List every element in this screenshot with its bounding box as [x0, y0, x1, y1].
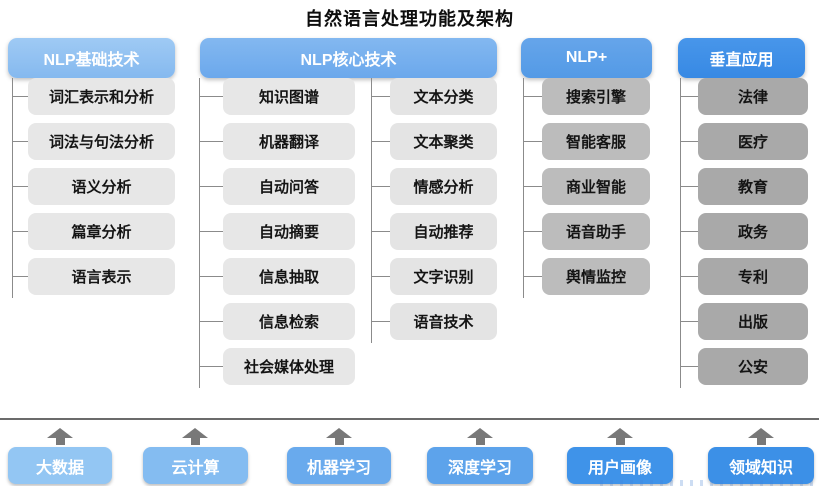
tree-node: 语音助手	[523, 213, 650, 250]
tree-node: 信息抽取	[199, 258, 355, 295]
foundation-box: 云计算	[143, 447, 248, 484]
tree-node: 文本分类	[371, 78, 497, 115]
tree-node: 社会媒体处理	[199, 348, 355, 385]
tree-node: 词汇表示和分析	[12, 78, 175, 115]
tree-node: 词法与句法分析	[12, 123, 175, 160]
tree-node: 文字识别	[371, 258, 497, 295]
foundation-box: 用户画像	[567, 447, 673, 484]
connector-vline	[199, 78, 200, 388]
connector-vline	[12, 78, 13, 298]
up-arrow-icon	[607, 428, 633, 445]
connector-vline	[523, 78, 524, 298]
tree-node: 搜索引擎	[523, 78, 650, 115]
watermark	[600, 480, 813, 486]
foundation-box: 领域知识	[708, 447, 814, 484]
tree-node: 智能客服	[523, 123, 650, 160]
separator-line	[0, 418, 819, 420]
tree-node: 出版	[680, 303, 808, 340]
connector-vline	[371, 78, 372, 343]
header-vertical-apps: 垂直应用	[678, 38, 805, 78]
tree-nlp-basic: 词汇表示和分析 词法与句法分析 语义分析 篇章分析 语言表示	[12, 78, 175, 303]
tree-nlp-core-left: 知识图谱 机器翻译 自动问答 自动摘要 信息抽取 信息检索 社会媒体处理	[199, 78, 355, 393]
tree-node: 法律	[680, 78, 808, 115]
tree-node: 公安	[680, 348, 808, 385]
tree-node: 商业智能	[523, 168, 650, 205]
tree-node: 情感分析	[371, 168, 497, 205]
header-nlp-core-tech: NLP核心技术	[200, 38, 497, 78]
tree-node: 自动摘要	[199, 213, 355, 250]
tree-node: 语音技术	[371, 303, 497, 340]
tree-node: 舆情监控	[523, 258, 650, 295]
up-arrow-icon	[47, 428, 73, 445]
tree-vertical-apps: 法律 医疗 教育 政务 专利 出版 公安	[680, 78, 808, 393]
tree-node: 篇章分析	[12, 213, 175, 250]
tree-node: 信息检索	[199, 303, 355, 340]
header-nlp-plus: NLP+	[521, 38, 652, 78]
tree-node: 知识图谱	[199, 78, 355, 115]
page-title: 自然语言处理功能及架构	[305, 9, 514, 29]
foundation-box: 大数据	[8, 447, 112, 484]
connector-vline	[680, 78, 681, 388]
up-arrow-icon	[748, 428, 774, 445]
tree-node: 政务	[680, 213, 808, 250]
tree-node: 自动问答	[199, 168, 355, 205]
up-arrow-icon	[326, 428, 352, 445]
tree-node: 教育	[680, 168, 808, 205]
tree-nlp-plus: 搜索引擎 智能客服 商业智能 语音助手 舆情监控	[523, 78, 650, 303]
header-nlp-basic-tech: NLP基础技术	[8, 38, 175, 78]
tree-node: 语言表示	[12, 258, 175, 295]
tree-node: 医疗	[680, 123, 808, 160]
foundation-box: 深度学习	[427, 447, 533, 484]
tree-node: 自动推荐	[371, 213, 497, 250]
tree-nlp-core-right: 文本分类 文本聚类 情感分析 自动推荐 文字识别 语音技术	[371, 78, 497, 348]
up-arrow-icon	[467, 428, 493, 445]
up-arrow-icon	[182, 428, 208, 445]
tree-node: 机器翻译	[199, 123, 355, 160]
foundation-box: 机器学习	[287, 447, 391, 484]
tree-node: 专利	[680, 258, 808, 295]
tree-node: 文本聚类	[371, 123, 497, 160]
tree-node: 语义分析	[12, 168, 175, 205]
